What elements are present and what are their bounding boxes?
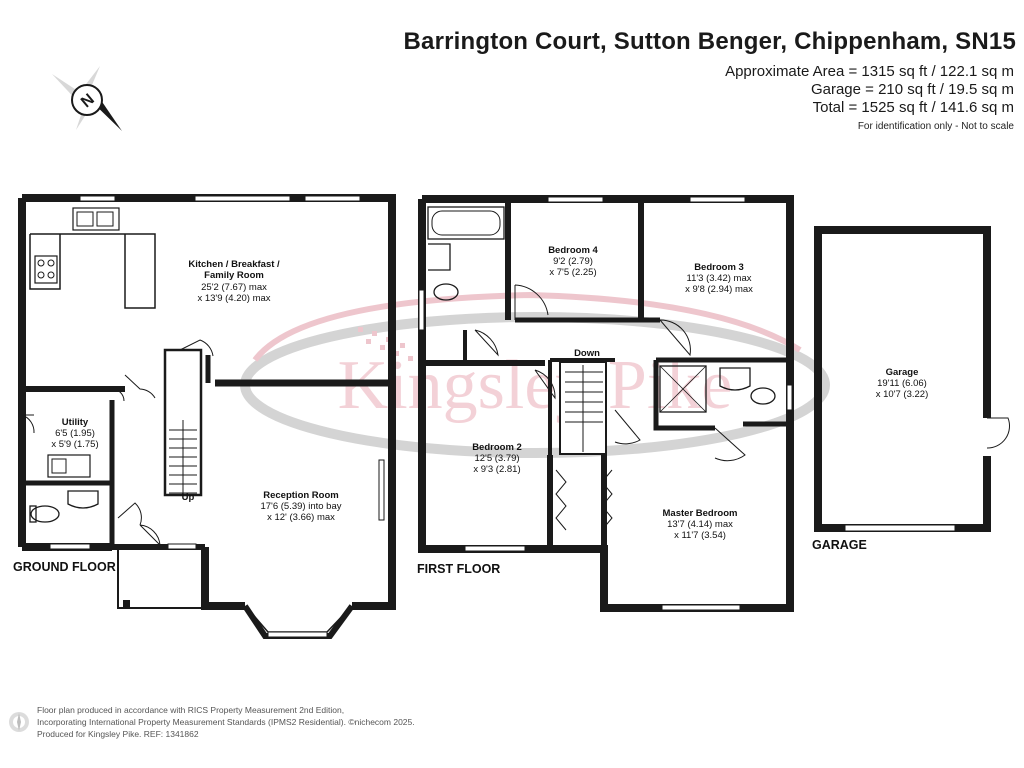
footer-ipms-line: Incorporating International Property Mea…: [37, 717, 415, 727]
bedroom2-dim-2: x 9'3 (2.81): [473, 464, 520, 475]
bedroom3-dim-1: 11'3 (3.42) max: [686, 273, 751, 284]
bedroom4-dim-2: x 7'5 (2.25): [549, 267, 596, 278]
bedroom3-dim-2: x 9'8 (2.94) max: [685, 284, 753, 295]
bedroom3-name: Bedroom 3: [694, 262, 744, 273]
footer-ref-line: Produced for Kingsley Pike. REF: 1341862: [37, 729, 199, 739]
kitchen-name-1: Kitchen / Breakfast /: [188, 259, 280, 270]
reception-dim-1: 17'6 (5.39) into bay: [260, 501, 341, 512]
garage-dim-2: x 10'7 (3.22): [876, 389, 929, 400]
utility-name: Utility: [62, 417, 89, 428]
kitchen-dim-1: 25'2 (7.67) max: [201, 282, 267, 293]
bedroom4-name: Bedroom 4: [548, 245, 598, 256]
floor-labels: GROUND FLOOR FIRST FLOOR GARAGE: [13, 538, 867, 576]
room-labels: Kitchen / Breakfast / Family Room 25'2 (…: [51, 245, 928, 541]
kitchen-dim-2: x 13'9 (4.20) max: [197, 293, 270, 304]
master-bedroom-dim-2: x 11'7 (3.54): [674, 530, 726, 541]
nichecom-logo-icon: [9, 712, 29, 732]
kitchen-name-2: Family Room: [204, 270, 264, 281]
garage-name: Garage: [886, 367, 919, 378]
ground-floor-label: GROUND FLOOR: [13, 560, 116, 574]
compass-icon: N: [52, 66, 122, 131]
reception-name: Reception Room: [263, 490, 338, 501]
bedroom2-dim-1: 12'5 (3.79): [474, 453, 519, 464]
master-bedroom-name: Master Bedroom: [663, 508, 738, 519]
ground-floor-plan: [18, 194, 396, 639]
bedroom2-name: Bedroom 2: [472, 442, 522, 453]
footer-rics-line: Floor plan produced in accordance with R…: [37, 705, 345, 715]
garage-floor-label: GARAGE: [812, 538, 867, 552]
garage-plan: [814, 226, 1010, 532]
utility-dim-1: 6'5 (1.95): [55, 428, 95, 439]
first-floor-plan: [418, 195, 794, 612]
bedroom4-dim-1: 9'2 (2.79): [553, 256, 593, 267]
garage-area: Garage = 210 sq ft / 19.5 sq m: [810, 81, 1014, 98]
garage-dim-1: 19'11 (6.06): [877, 378, 927, 389]
reception-dim-2: x 12' (3.66) max: [267, 512, 335, 523]
property-title: Barrington Court, Sutton Benger, Chippen…: [403, 28, 1016, 55]
utility-dim-2: x 5'9 (1.75): [51, 439, 98, 450]
stairs-up-label: Up: [182, 492, 195, 503]
total-area: Total = 1525 sq ft / 141.6 sq m: [812, 99, 1014, 116]
stairs-down-label: Down: [574, 348, 600, 359]
first-floor-label: FIRST FLOOR: [417, 562, 500, 576]
identification-note: For identification only - Not to scale: [857, 121, 1014, 132]
approximate-area: Approximate Area = 1315 sq ft / 122.1 sq…: [725, 63, 1014, 80]
master-bedroom-dim-1: 13'7 (4.14) max: [667, 519, 733, 530]
